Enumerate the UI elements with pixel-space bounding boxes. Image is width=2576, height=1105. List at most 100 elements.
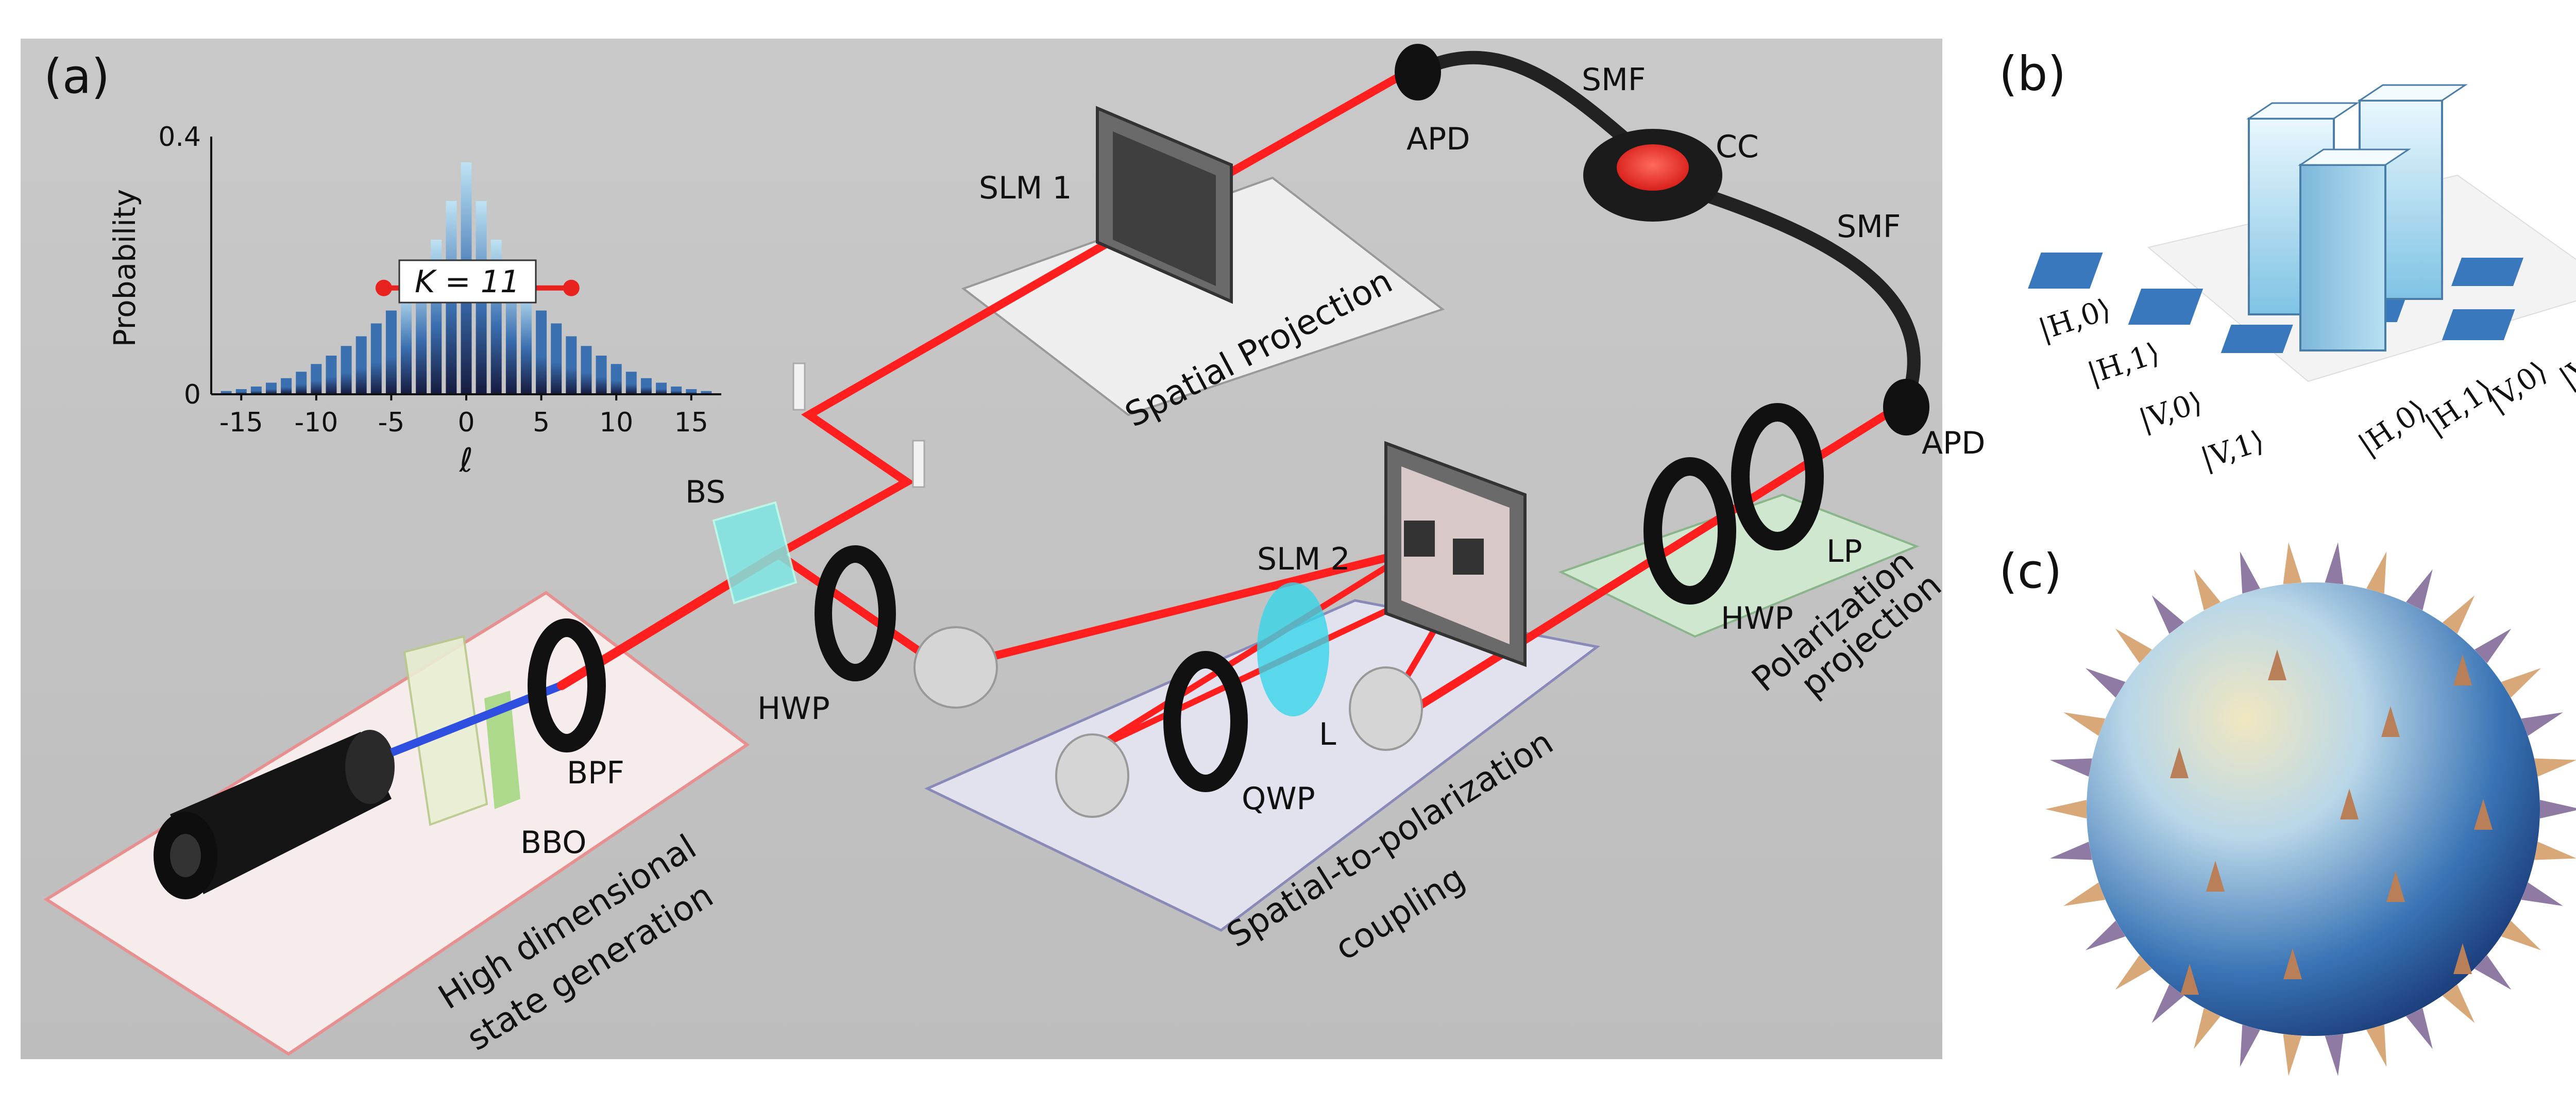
inset-bar: [311, 364, 322, 394]
dm-bar-flat-1: [2028, 253, 2103, 289]
inset-k-marker-right: [563, 279, 580, 296]
inset-bar: [326, 356, 337, 394]
panel-label-a: (a): [44, 49, 110, 104]
sphere-cone: [2240, 1025, 2260, 1067]
mirror-coupling-left: [1055, 733, 1129, 818]
sphere-cone: [2115, 628, 2152, 663]
hwp-mid: [815, 545, 896, 681]
sphere-cone: [2049, 842, 2092, 860]
sphere-cone: [2501, 920, 2541, 950]
bpf-filter: [484, 691, 520, 809]
inset-xtick-label: -5: [378, 407, 404, 438]
sphere-cone: [2521, 882, 2563, 906]
sphere-cones: [2045, 542, 2576, 1076]
laser-source: [154, 730, 395, 899]
inset-k-marker-left: [375, 279, 392, 296]
label-bs: BS: [685, 474, 725, 510]
sphere-cone: [2045, 800, 2087, 818]
mirror-coupling-right: [1349, 666, 1423, 751]
mirror-mid: [913, 626, 998, 709]
sphere-cone: [2453, 943, 2472, 974]
sphere-cone: [2268, 649, 2286, 680]
sphere-cone: [2180, 964, 2199, 995]
apd-right: [1883, 379, 1929, 436]
sphere-cone: [2386, 871, 2405, 902]
generation-platform: [43, 591, 750, 1056]
mirror-top-right: [912, 440, 925, 488]
inset-xtick-label: -15: [219, 407, 263, 438]
inset-bar: [611, 364, 622, 394]
sphere-cone: [2283, 1034, 2302, 1076]
label-bbo: BBO: [520, 825, 587, 861]
inset-xtick-label: 10: [599, 407, 633, 438]
inset-bar: [581, 346, 592, 394]
label-cc: CC: [1716, 129, 1759, 165]
dm-bar-flat-3: [2221, 325, 2293, 353]
dm-bar-tall-2-top: [2357, 84, 2468, 102]
inset-bar: [385, 310, 397, 394]
inset-bar: [355, 336, 367, 394]
sphere-cone: [2534, 842, 2576, 860]
sphere-cone: [2475, 955, 2512, 990]
bloch-sphere: [2045, 542, 2576, 1076]
qwp: [1163, 651, 1248, 792]
sphere-cone: [2453, 655, 2472, 685]
inset-bar: [265, 382, 277, 394]
sphere-cone: [2406, 1008, 2433, 1049]
inset-ytick-top: 0.4: [158, 122, 201, 153]
sphere-cone: [2194, 569, 2221, 611]
sphere-cone: [2540, 800, 2576, 818]
mirror-top-left: [792, 362, 806, 411]
lp: [1731, 403, 1824, 550]
dm-bar-tall-1-top: [2246, 102, 2360, 120]
inset-bar: [625, 372, 637, 394]
sphere-cone: [2194, 1008, 2221, 1049]
sphere-cone: [2240, 551, 2260, 594]
inset-bar: [596, 356, 607, 394]
sphere-cone: [2442, 595, 2475, 634]
sphere-cone: [2151, 984, 2184, 1023]
slm1-device: [1096, 106, 1233, 304]
sphere-cone: [2325, 542, 2344, 584]
label-lp: LP: [1826, 533, 1862, 570]
inset-bar: [221, 391, 232, 394]
panel-label-c: (c): [1999, 544, 2062, 599]
sphere-cone: [2325, 1034, 2344, 1076]
panel-label-b: (b): [1999, 46, 2066, 102]
sphere-cone: [2340, 789, 2359, 819]
inset-ytick-0: 0: [184, 379, 201, 410]
sphere-cone: [2049, 758, 2092, 777]
inset-bar: [296, 372, 307, 394]
inset-bar: [671, 387, 682, 394]
inset-xtick-label: 5: [533, 407, 550, 438]
sphere-cone: [2063, 882, 2106, 906]
label-hwp-right: HWP: [1721, 600, 1793, 637]
sphere-cone: [2366, 551, 2387, 594]
slm2-device: [1384, 441, 1527, 667]
hwp-left: [528, 618, 606, 752]
sphere-cone: [2115, 955, 2152, 990]
label-lens: L: [1319, 716, 1336, 752]
label-slm2: SLM 2: [1257, 541, 1350, 577]
sphere-cone: [2206, 861, 2225, 892]
inset-bar: [640, 378, 652, 394]
inset-bar: [656, 382, 667, 394]
label-apd-right: APD: [1922, 425, 1985, 461]
inset-xtick-label: 15: [674, 407, 708, 438]
inset-bar: [551, 323, 562, 394]
inset-xlabel: ℓ: [459, 442, 473, 480]
inset-bar: [701, 391, 712, 394]
sphere-cone: [2475, 628, 2512, 663]
inset-bar: [566, 336, 577, 394]
inset-xtick-label: 0: [457, 407, 474, 438]
lens-l: [1257, 582, 1329, 716]
inset-annotation: K = 11: [415, 264, 520, 300]
label-apd-top: APD: [1406, 121, 1470, 157]
sphere-cone: [2170, 747, 2189, 778]
dm-bar-tall-3: [2299, 164, 2386, 351]
coincidence-counter: [1583, 129, 1722, 222]
